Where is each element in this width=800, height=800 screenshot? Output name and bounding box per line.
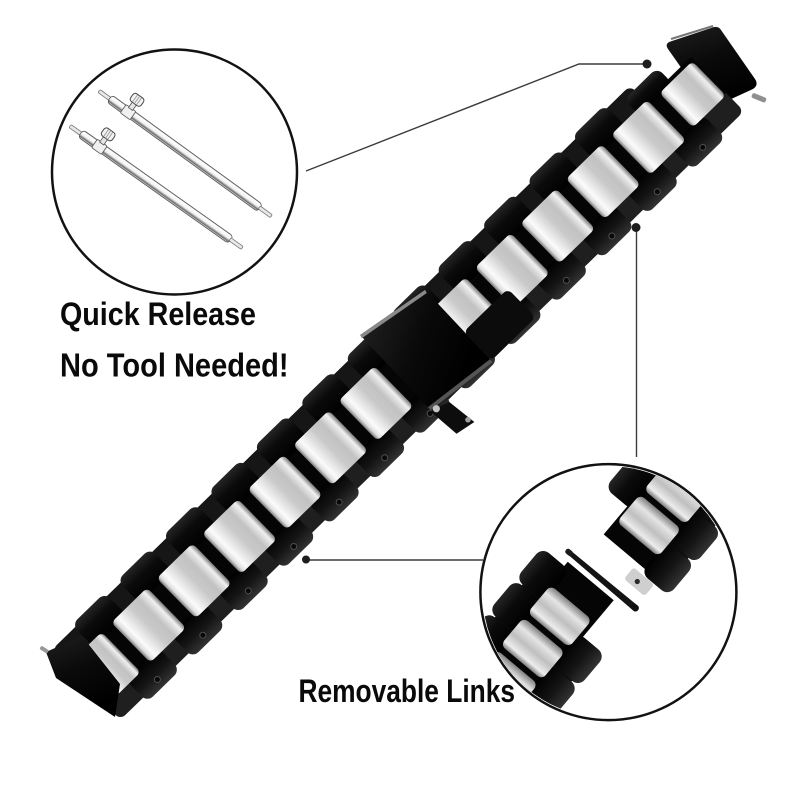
svg-text:No Tool Needed!: No Tool Needed! [60, 347, 289, 384]
svg-text:Removable Links: Removable Links [299, 673, 516, 709]
svg-text:Quick Release: Quick Release [60, 296, 256, 332]
